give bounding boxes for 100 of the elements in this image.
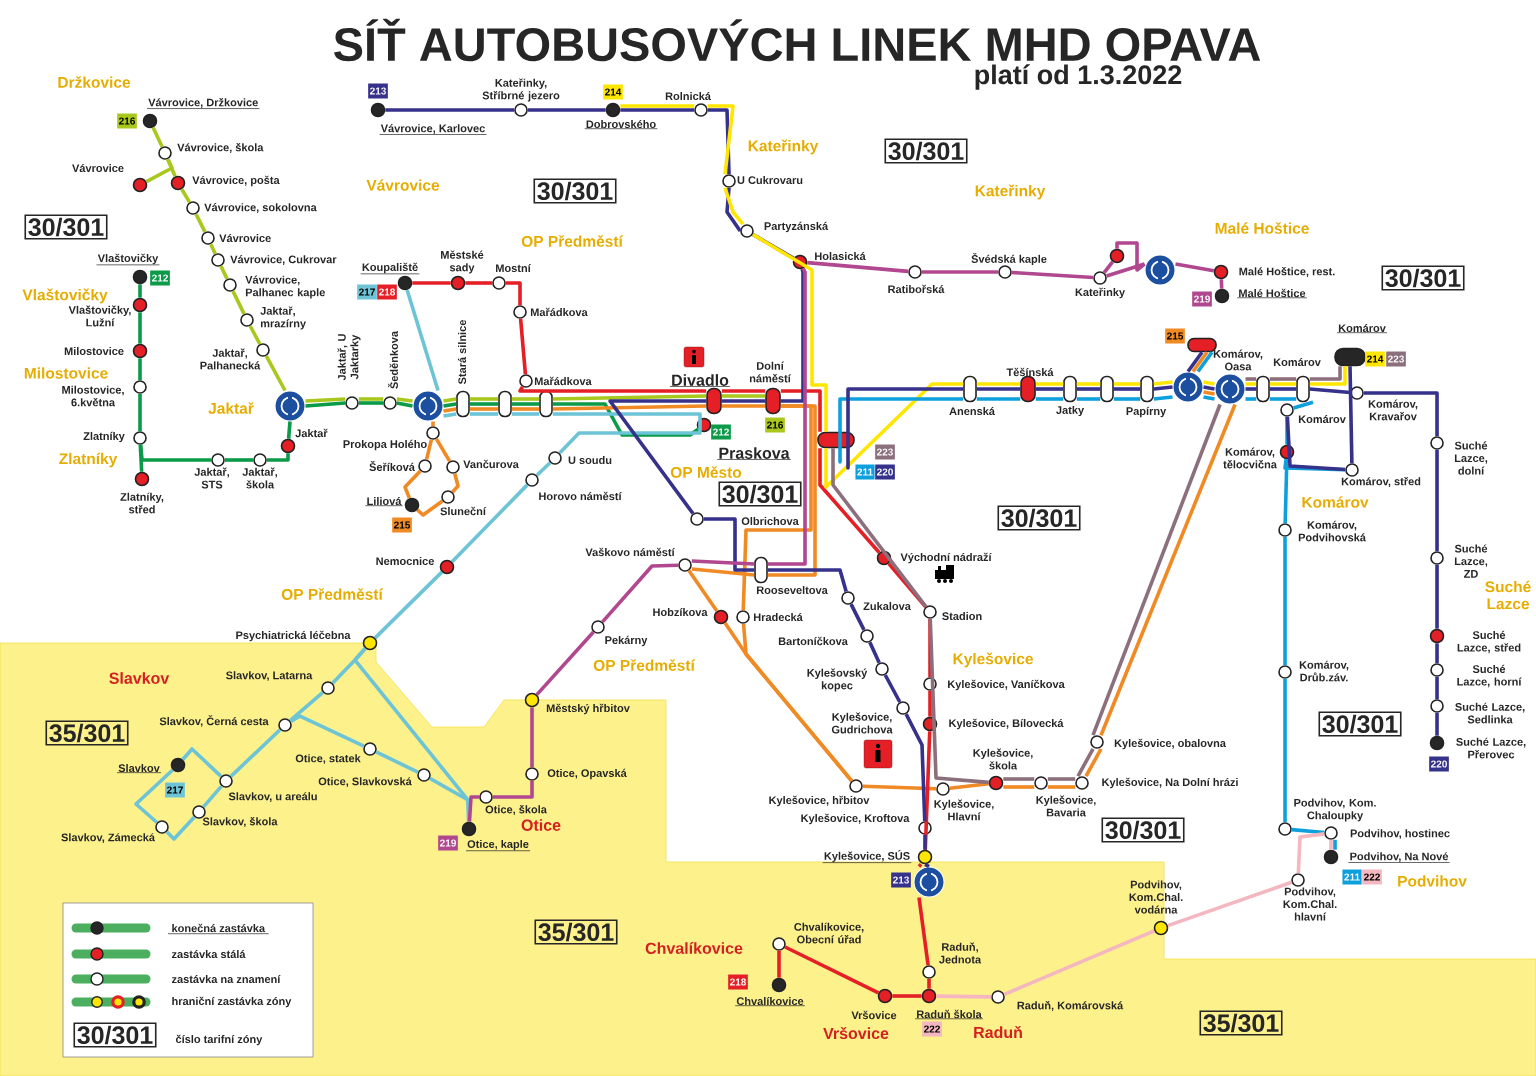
district-name: Vlaštovičky <box>22 288 108 304</box>
route-line <box>1191 351 1209 373</box>
stop-name: Těšínská <box>1006 367 1054 377</box>
stop-marker <box>278 718 292 732</box>
stop-marker <box>524 692 540 708</box>
district-name: Slavkov <box>109 672 170 684</box>
legend-text: zastávka stálá <box>171 949 246 959</box>
stop-marker <box>142 113 158 129</box>
stop-name: Slavkov, Černá cesta <box>159 715 269 727</box>
stop-name: Podvihov, hostinec <box>1350 829 1450 839</box>
route-line <box>767 568 848 592</box>
stop-marker <box>1256 375 1270 403</box>
stop-marker <box>1034 776 1048 790</box>
stop-marker <box>849 779 863 793</box>
stop-name: Dobrovského <box>584 119 658 130</box>
route-line <box>927 978 931 989</box>
route-line <box>1363 391 1439 437</box>
route-line <box>443 407 457 413</box>
district-name: Kylešovice <box>953 652 1033 668</box>
stop-name: Komárov <box>1298 414 1346 424</box>
district-name: Jaktař <box>208 402 254 414</box>
stop-marker <box>923 677 937 691</box>
route-line <box>620 104 695 108</box>
district-name: Komárov <box>1302 496 1369 508</box>
stop-marker <box>186 201 200 215</box>
stop-name: Vávrovice <box>72 163 124 173</box>
stop-name: Komárov, tělocvična <box>1223 447 1277 469</box>
stop-marker <box>548 451 562 465</box>
route-line <box>289 714 365 748</box>
stop-marker <box>740 224 754 238</box>
stop-name: Městské sady <box>441 250 484 274</box>
stop-name: Liliová <box>365 496 403 507</box>
stop-name: Anenská <box>949 406 995 416</box>
route-line <box>151 126 164 148</box>
stop-name: U Cukrovaru <box>737 175 803 185</box>
roundabout-icon <box>913 866 945 898</box>
zone-number-box: 35/301 <box>1199 1010 1283 1036</box>
route-line <box>904 713 927 822</box>
stop-marker <box>765 387 781 415</box>
stop-marker <box>922 965 936 979</box>
route-line <box>1035 387 1064 391</box>
district-name: Držkovice <box>58 76 131 88</box>
stop-marker <box>170 175 186 191</box>
stop-marker <box>1280 403 1294 417</box>
route-line <box>209 243 217 255</box>
route-line <box>138 444 212 462</box>
route-line <box>552 394 707 401</box>
stop-name: Praskova <box>716 447 792 460</box>
stop-marker <box>1430 551 1444 565</box>
stop-name: Zukalova <box>863 601 911 611</box>
stop-name: Kylešovice, Hlavní <box>934 799 994 821</box>
stop-marker <box>280 438 296 454</box>
stop-marker <box>223 278 237 292</box>
stop-name: Jaktař, U Jaktarky <box>337 334 361 381</box>
route-line <box>289 691 325 722</box>
stop-marker <box>155 820 169 834</box>
stop-name: Holasická <box>815 251 866 261</box>
route-line <box>725 187 742 233</box>
stop-marker <box>192 805 206 819</box>
route-line <box>1196 351 1214 373</box>
route-line <box>373 570 444 640</box>
stop-name: Vávrovice, sokolovna <box>204 203 317 213</box>
stop-name: Suché Lazce, dolní <box>1454 441 1488 475</box>
stop-marker <box>321 681 335 695</box>
route-line <box>601 563 679 624</box>
route-line <box>721 399 766 403</box>
route-line <box>780 268 805 403</box>
stop-name: Kylešovice, Bavaria <box>1036 795 1096 817</box>
route-line <box>1285 416 1289 445</box>
route-line <box>518 318 528 375</box>
route-line <box>492 780 534 799</box>
stop-marker <box>896 701 910 715</box>
district-name: Milostovice <box>24 367 108 379</box>
stop-marker <box>201 231 215 245</box>
route-line <box>838 397 964 464</box>
route-line <box>396 397 413 403</box>
stop-marker <box>1296 375 1310 403</box>
stop-marker <box>133 431 147 445</box>
route-line <box>976 387 1021 391</box>
stop-marker <box>754 556 768 584</box>
route-line <box>1186 351 1204 373</box>
stop-marker <box>219 774 233 788</box>
route-line <box>862 784 937 791</box>
stop-name: Malé Hoštice, rest. <box>1239 267 1335 277</box>
line-number-badge: 215 <box>392 517 412 533</box>
stop-name: Slavkov, Zámecká <box>61 833 155 843</box>
route-line <box>1105 262 1146 278</box>
route-line <box>443 412 457 418</box>
route-line <box>180 188 192 204</box>
stop-name: Kylešovice, Kroftova <box>801 813 910 825</box>
stop-name: U soudu <box>568 455 612 465</box>
route-line <box>552 412 702 455</box>
route-line <box>286 421 292 439</box>
route-line <box>1348 366 1354 464</box>
route-line <box>1283 459 1346 472</box>
district-name: Malé Hoštice <box>1215 222 1309 234</box>
route-line <box>1203 380 1215 386</box>
stop-marker <box>690 512 704 526</box>
route-line <box>824 382 964 489</box>
subtitle: platí od 1.3.2022 <box>975 64 1182 90</box>
